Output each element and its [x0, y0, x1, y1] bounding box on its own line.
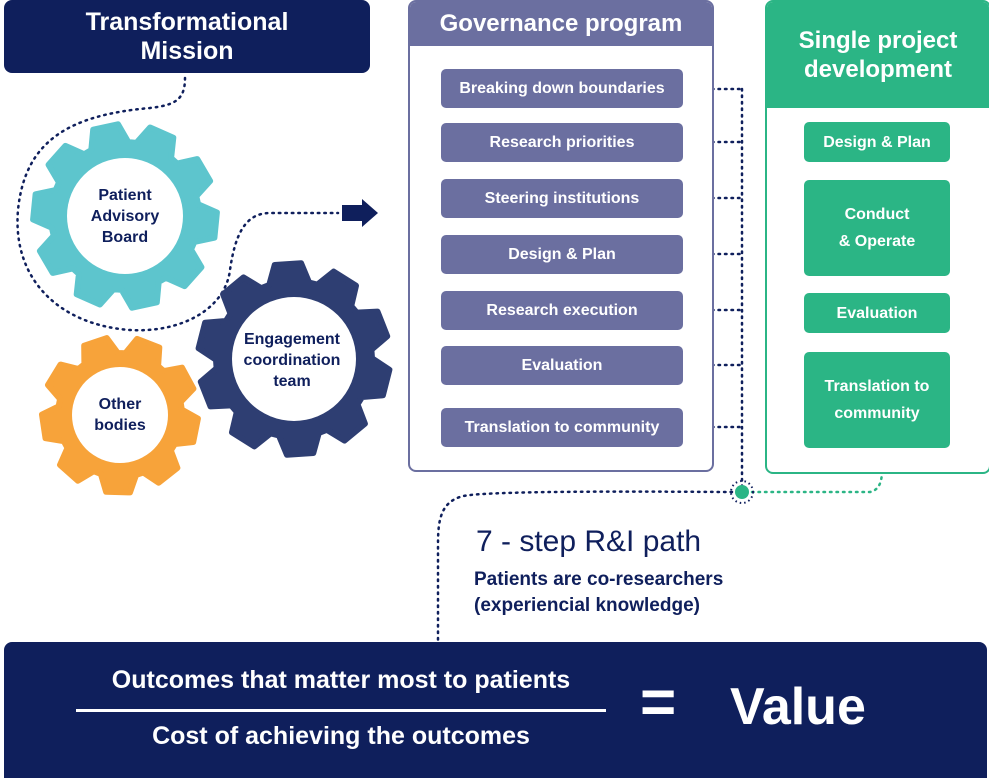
junction-dot: [730, 480, 754, 504]
value-label: Value: [730, 678, 866, 736]
gear-other-bodies-icon: [39, 335, 201, 496]
governance-item: Research priorities: [441, 123, 683, 162]
value-denominator: Cost of achieving the outcomes: [152, 722, 530, 750]
fraction-line: [76, 709, 606, 712]
gear-patient-advisory-icon: [30, 121, 220, 311]
governance-title: Governance program: [410, 2, 712, 46]
path-title: 7 - step R&I path: [476, 525, 702, 558]
single-project-item: Translation to community: [804, 352, 950, 448]
gear-label-other-bodies: Other bodies: [94, 396, 146, 434]
governance-item: Research execution: [441, 291, 683, 330]
single-project-item: Design & Plan: [804, 122, 950, 162]
governance-item: Translation to community: [441, 408, 683, 447]
governance-item: Evaluation: [441, 346, 683, 385]
governance-item: Steering institutions: [441, 179, 683, 218]
governance-item: Design & Plan: [441, 235, 683, 274]
equals-sign: =: [640, 668, 677, 737]
value-numerator: Outcomes that matter most to patients: [111, 666, 571, 694]
single-project-title: Single project development: [767, 2, 989, 108]
gear-engagement-icon: [195, 260, 393, 458]
mission-connector: [16, 76, 340, 332]
path-subtitle-line2: (experiencial knowledge): [474, 595, 700, 616]
mission-box: Transformational Mission: [4, 0, 370, 73]
single-project-item: Evaluation: [804, 293, 950, 333]
arrow-right-icon: [342, 199, 378, 227]
mission-title: Transformational Mission: [85, 7, 289, 65]
gear-label-engagement: Engagement coordination team: [243, 330, 341, 390]
governance-connectors: [436, 87, 744, 642]
gear-label-patient-advisory: Patient Advisory Board: [90, 186, 160, 246]
single-project-item: Conduct & Operate: [804, 180, 950, 276]
governance-item: Breaking down boundaries: [441, 69, 683, 108]
path-subtitle-line1: Patients are co-researchers: [474, 569, 724, 590]
value-box: Outcomes that matter most to patients Co…: [4, 642, 987, 778]
